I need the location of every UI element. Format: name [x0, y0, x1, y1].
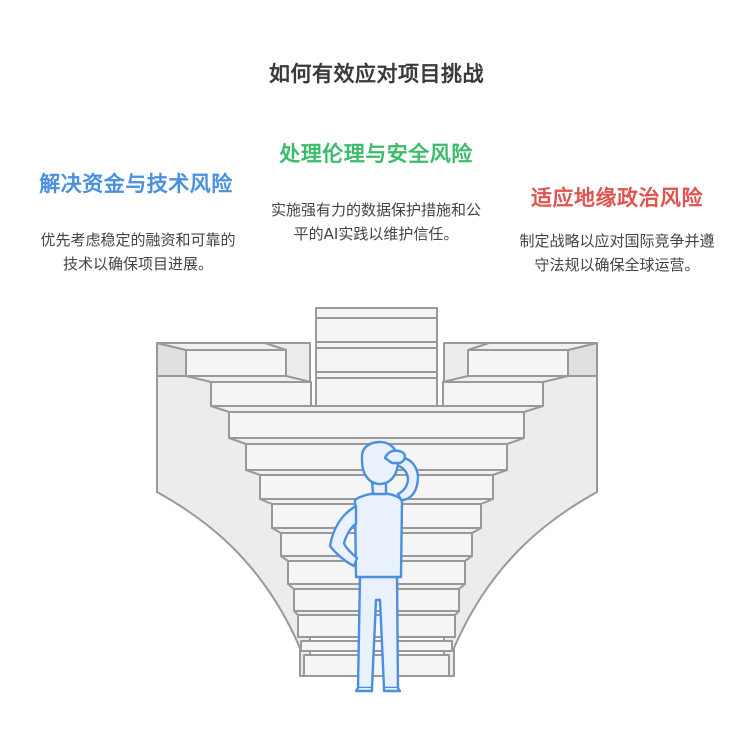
diagram-canvas [0, 0, 753, 755]
